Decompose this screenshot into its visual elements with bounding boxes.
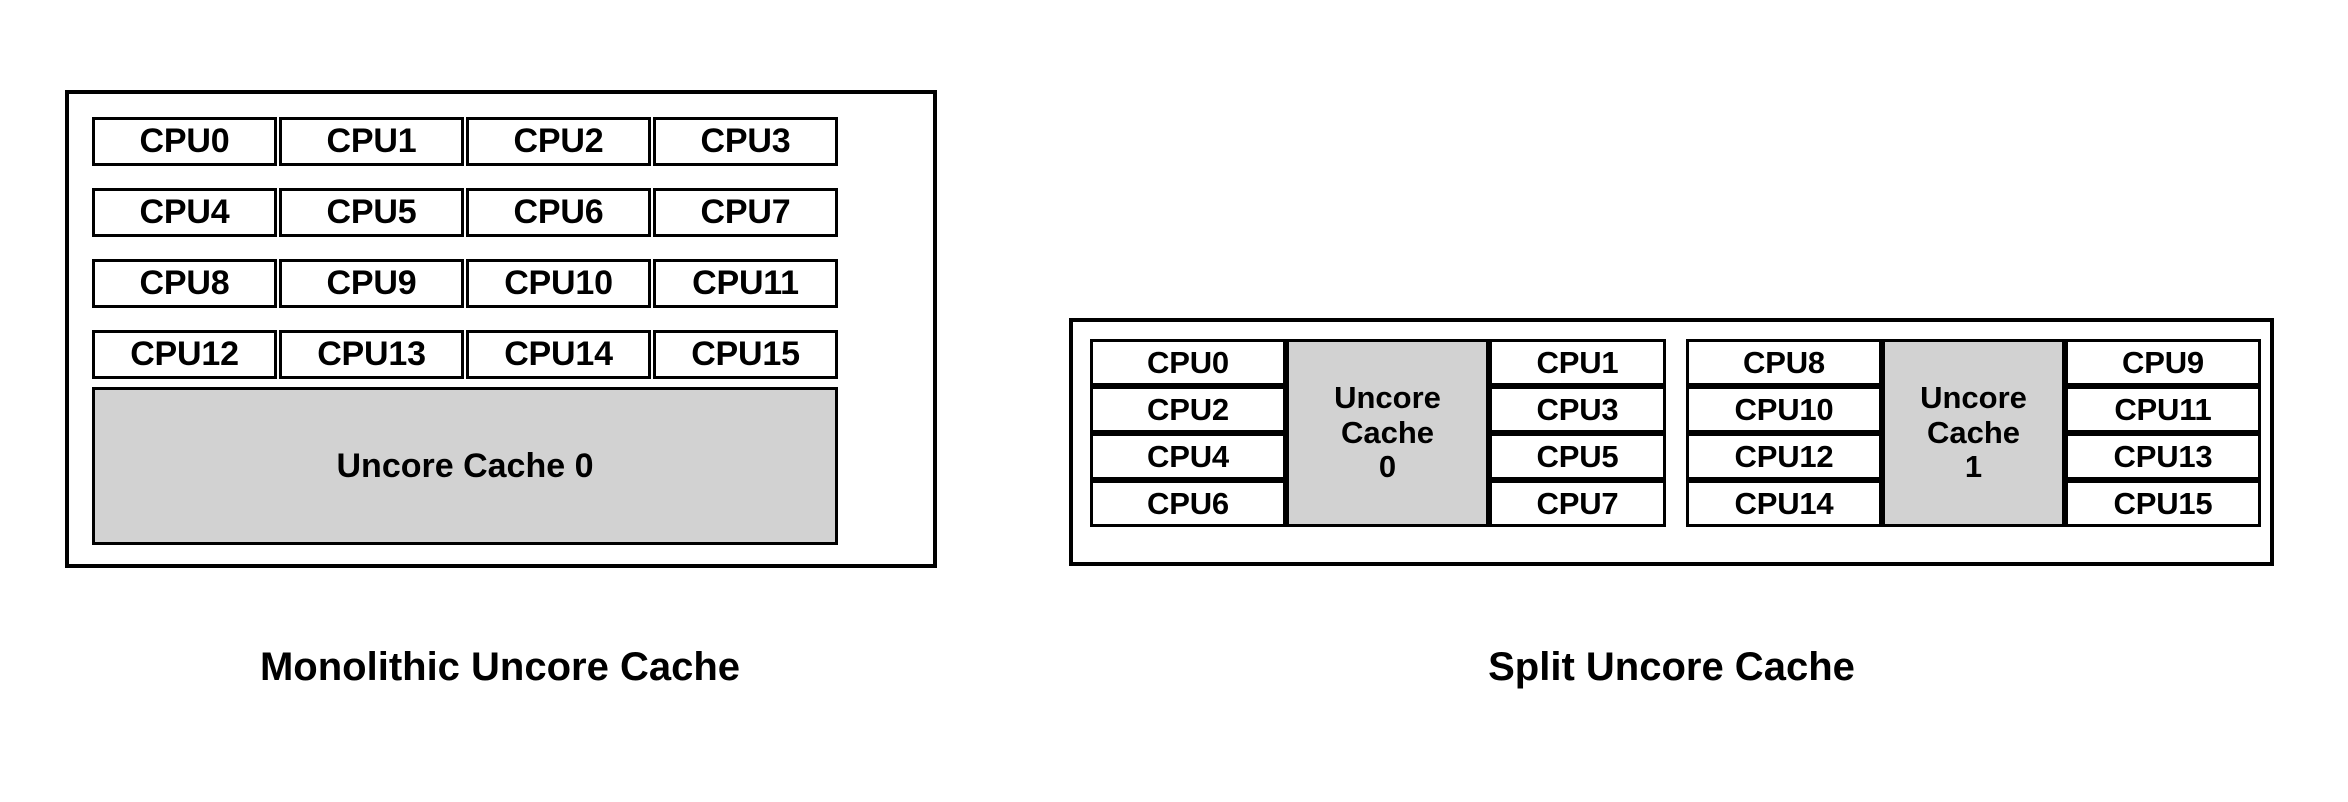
- cpu-box-cpu8: CPU8: [1686, 339, 1882, 386]
- cpu-box-cpu1: CPU1: [279, 117, 464, 166]
- cpu-box-cpu6: CPU6: [466, 188, 651, 237]
- split-caption: Split Uncore Cache: [1488, 645, 1855, 689]
- uncore-cache-1-label-line2: Cache: [1926, 414, 2021, 450]
- monolithic-uncore-cache-figure: CPU0 CPU1 CPU2 CPU3 CPU4 CPU5 CPU6 CPU7 …: [0, 0, 1000, 802]
- cpu-box-cpu3: CPU3: [653, 117, 838, 166]
- cpu-box-cpu2: CPU2: [1090, 386, 1286, 433]
- cpu-box-cpu8: CPU8: [92, 259, 277, 308]
- uncore-cache-1-label-line3: 1: [1964, 449, 1983, 485]
- cpu-box-cpu11: CPU11: [653, 259, 838, 308]
- cpu-box-cpu9: CPU9: [279, 259, 464, 308]
- cpu-box-cpu13: CPU13: [279, 330, 464, 379]
- cpu-box-cpu0: CPU0: [92, 117, 277, 166]
- cpu-box-cpu10: CPU10: [1686, 386, 1882, 433]
- cpu-box-cpu14: CPU14: [1686, 480, 1882, 527]
- cpu-box-cpu13: CPU13: [2065, 433, 2261, 480]
- cpu-box-cpu0: CPU0: [1090, 339, 1286, 386]
- monolithic-caption: Monolithic Uncore Cache: [259, 645, 741, 689]
- uncore-cache-1-label-line1: Uncore: [1920, 379, 2027, 415]
- uncore-cache-0-label-line1: Uncore: [1334, 379, 1441, 415]
- cpu-box-cpu12: CPU12: [1686, 433, 1882, 480]
- cpu-box-cpu2: CPU2: [466, 117, 651, 166]
- cpu-box-cpu12: CPU12: [92, 330, 277, 379]
- cpu-box-cpu10: CPU10: [466, 259, 651, 308]
- cpu-box-cpu4: CPU4: [1090, 433, 1286, 480]
- cpu-box-cpu11: CPU11: [2065, 386, 2261, 433]
- uncore-cache-1-box: Uncore Cache 1: [1882, 339, 2065, 527]
- cpu-box-cpu9: CPU9: [2065, 339, 2261, 386]
- monolithic-socket-frame: CPU0 CPU1 CPU2 CPU3 CPU4 CPU5 CPU6 CPU7 …: [65, 90, 937, 568]
- cpu-box-cpu4: CPU4: [92, 188, 277, 237]
- cpu-box-cpu5: CPU5: [1489, 433, 1666, 480]
- cpu-box-cpu3: CPU3: [1489, 386, 1666, 433]
- cpu-box-cpu15: CPU15: [653, 330, 838, 379]
- uncore-cache-0-box: Uncore Cache 0: [92, 387, 838, 545]
- cpu-box-cpu15: CPU15: [2065, 480, 2261, 527]
- cpu-box-cpu14: CPU14: [466, 330, 651, 379]
- cpu-box-cpu1: CPU1: [1489, 339, 1666, 386]
- uncore-cache-0-box: Uncore Cache 0: [1286, 339, 1489, 527]
- cpu-box-cpu7: CPU7: [653, 188, 838, 237]
- uncore-cache-0-label-line3: 0: [1378, 449, 1397, 485]
- cpu-box-cpu6: CPU6: [1090, 480, 1286, 527]
- split-socket-frame: CPU0 CPU2 CPU4 CPU6 Uncore Cache 0 CPU1 …: [1069, 318, 2274, 566]
- cpu-box-cpu7: CPU7: [1489, 480, 1666, 527]
- uncore-cache-0-label-line2: Cache: [1340, 414, 1435, 450]
- cpu-box-cpu5: CPU5: [279, 188, 464, 237]
